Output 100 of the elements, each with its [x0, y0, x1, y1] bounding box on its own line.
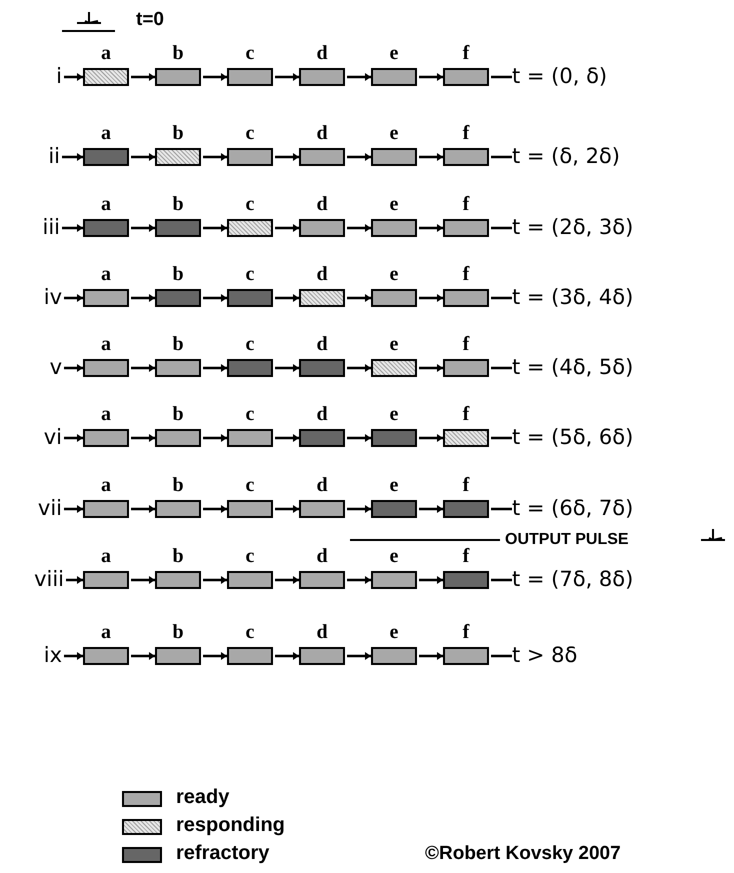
cell-letter: f [462, 263, 470, 285]
row-numeral: ix [44, 643, 62, 667]
connector-line [64, 505, 83, 513]
cell-letter: e [388, 263, 400, 285]
connector-line [64, 294, 83, 302]
connector-line [64, 434, 83, 442]
connector-line [419, 224, 443, 232]
connector-line [347, 364, 371, 372]
connector-line [491, 436, 512, 440]
row-numeral: ii [48, 144, 60, 168]
time-label: t = (2δ, 3δ) [512, 215, 634, 239]
connector-line [491, 156, 512, 158]
cell-letter: e [388, 333, 400, 355]
connector-line [491, 296, 512, 300]
connector-line [419, 153, 443, 161]
connector-line [131, 153, 155, 161]
connector-line [419, 576, 443, 584]
cell-letter: d [315, 545, 329, 567]
legend-label: ready [176, 786, 230, 808]
cell-letter: e [388, 42, 400, 64]
cell-letter: c [244, 333, 256, 355]
connector-line [347, 73, 371, 81]
cell-letter: f [462, 333, 470, 355]
connector-line [275, 224, 299, 232]
connector-line [347, 224, 371, 232]
connector-line [64, 73, 83, 81]
time-label: t = (7δ, 8δ) [512, 567, 634, 591]
cell-letter: c [244, 42, 256, 64]
connector-line [62, 153, 83, 161]
cell-letter: e [388, 621, 400, 643]
connector-line [419, 364, 443, 372]
cell-letter: e [388, 474, 400, 496]
cell-letter: b [171, 333, 185, 355]
cell-letter: b [171, 545, 185, 567]
time-label: t = (6δ, 7δ) [512, 496, 634, 520]
cell-letter: e [388, 403, 400, 425]
row-numeral: iv [44, 285, 62, 309]
connector-line [203, 505, 227, 513]
connector-line [347, 652, 371, 660]
connector-line [203, 73, 227, 81]
cell-letter: a [100, 545, 112, 567]
row-numeral: vii [38, 496, 62, 520]
connector-line [347, 505, 371, 513]
connector-line [275, 294, 299, 302]
cell-letter: d [315, 403, 329, 425]
note-label: ©Robert Kovsky 2007 [425, 843, 621, 865]
cell-letter: b [171, 263, 185, 285]
connector-line [131, 434, 155, 442]
connector-line [491, 578, 512, 582]
connector-line [275, 505, 299, 513]
cell-letter: d [315, 42, 329, 64]
cell-letter: f [462, 42, 470, 64]
connector-line [419, 652, 443, 660]
connector-line [131, 505, 155, 513]
cell-letter: c [244, 403, 256, 425]
time-label: t > 8δ [512, 643, 578, 667]
cell-letter: f [462, 545, 470, 567]
connector-line [203, 652, 227, 660]
connector-line [275, 73, 299, 81]
connector-line [131, 224, 155, 232]
connector-line [491, 226, 512, 230]
legend-label: responding [176, 814, 285, 836]
row-numeral: vi [44, 425, 62, 449]
time-label: t = (3δ, 4δ) [512, 285, 634, 309]
cell-letter: f [462, 621, 470, 643]
time-label: t = (4δ, 5δ) [512, 355, 634, 379]
cell-letter: b [171, 122, 185, 144]
connector-line [64, 652, 83, 660]
cell-letter: a [100, 474, 112, 496]
cell-letter: f [462, 122, 470, 144]
cell-letter: c [244, 193, 256, 215]
connector-line [419, 505, 443, 513]
cell-letter: a [100, 621, 112, 643]
connector-line [419, 73, 443, 81]
cell-letter: f [462, 193, 470, 215]
connector-line [419, 434, 443, 442]
row-numeral: v [50, 355, 62, 379]
connector-line [66, 576, 83, 584]
connector-line [491, 366, 512, 370]
row-numeral: iii [42, 215, 60, 239]
row-numeral: viii [34, 567, 64, 591]
cell-letter: e [388, 545, 400, 567]
connector-line [275, 652, 299, 660]
connector-line [275, 153, 299, 161]
cell-letter: a [100, 403, 112, 425]
cell-letter: a [100, 333, 112, 355]
connector-line [131, 364, 155, 372]
connector-line [62, 224, 83, 232]
connector-line [275, 434, 299, 442]
row-numeral: i [56, 64, 62, 88]
cell-letter: d [315, 621, 329, 643]
cell-letter: b [171, 193, 185, 215]
cell-letter: b [171, 403, 185, 425]
cell-letter: d [315, 122, 329, 144]
cell-letter: b [171, 621, 185, 643]
connector-line [347, 576, 371, 584]
cell-letter: e [388, 122, 400, 144]
connector-line [131, 73, 155, 81]
connector-line [347, 294, 371, 302]
cell-letter: a [100, 193, 112, 215]
